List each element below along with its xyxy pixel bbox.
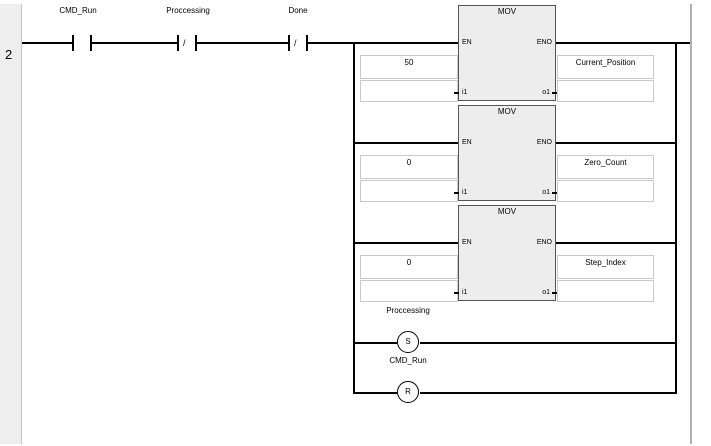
branch-wire — [353, 342, 397, 344]
out-pin: o1 — [542, 289, 550, 296]
eno-pin: ENO — [536, 239, 552, 246]
branch-wire — [553, 242, 677, 244]
no-contact-cmd-run[interactable] — [72, 35, 92, 51]
nc-contact-done[interactable]: / — [288, 35, 308, 51]
pin-stub — [454, 292, 459, 294]
empty-operand-cell[interactable] — [360, 180, 458, 202]
pin-stub — [552, 292, 557, 294]
mov-input-operand[interactable]: 0 — [360, 255, 458, 279]
nc-contact-proccessing[interactable]: / — [177, 35, 197, 51]
right-power-rail — [690, 4, 692, 444]
pin-stub — [552, 192, 557, 194]
in-pin: i1 — [462, 89, 468, 96]
empty-operand-cell[interactable] — [360, 80, 458, 102]
right-branch-rail — [675, 42, 677, 393]
mov-output-operand[interactable]: Step_Index — [557, 255, 654, 279]
en-pin: EN — [462, 239, 472, 246]
mov-block[interactable]: MOV EN ENO i1 o1 — [458, 5, 556, 101]
rung-wire — [22, 42, 72, 44]
in-pin: i1 — [462, 189, 468, 196]
en-pin: EN — [462, 139, 472, 146]
rung-wire — [197, 42, 288, 44]
eno-pin: ENO — [536, 139, 552, 146]
in-pin: i1 — [462, 289, 468, 296]
coil-label: Proccessing — [386, 306, 430, 315]
out-pin: o1 — [542, 189, 550, 196]
branch-wire — [553, 142, 677, 144]
block-title: MOV — [497, 7, 517, 16]
empty-operand-cell[interactable] — [557, 80, 654, 102]
negation-slash: / — [183, 38, 186, 48]
mov-block[interactable]: MOV EN ENO i1 o1 — [458, 105, 556, 201]
empty-operand-cell[interactable] — [557, 280, 654, 302]
mov-output-operand[interactable]: Zero_Count — [557, 155, 654, 179]
empty-operand-cell[interactable] — [557, 180, 654, 202]
mov-input-operand[interactable]: 50 — [360, 55, 458, 79]
left-branch-rail — [353, 42, 355, 393]
branch-wire — [353, 242, 460, 244]
mov-output-operand[interactable]: Current_Position — [557, 55, 654, 79]
rung-number: 2 — [5, 47, 13, 62]
rung-wire — [308, 42, 460, 44]
mov-block[interactable]: MOV EN ENO i1 o1 — [458, 205, 556, 301]
branch-wire — [353, 392, 397, 394]
rung-wire — [553, 42, 690, 44]
block-title: MOV — [497, 107, 517, 116]
reset-coil[interactable]: R — [397, 381, 419, 403]
set-coil[interactable]: S — [397, 331, 419, 353]
branch-wire — [420, 392, 677, 394]
mov-input-operand[interactable]: 0 — [360, 155, 458, 179]
contact-label: Proccessing — [166, 6, 210, 15]
eno-pin: ENO — [536, 39, 552, 46]
contact-label: Done — [288, 6, 308, 15]
contact-label: CMD_Run — [59, 6, 97, 15]
rung-gutter: 2 — [0, 4, 22, 444]
pin-stub — [454, 192, 459, 194]
branch-wire — [353, 142, 460, 144]
negation-slash: / — [294, 38, 297, 48]
block-title: MOV — [497, 207, 517, 216]
en-pin: EN — [462, 39, 472, 46]
branch-wire — [420, 342, 677, 344]
coil-label: CMD_Run — [389, 356, 427, 365]
out-pin: o1 — [542, 89, 550, 96]
pin-stub — [454, 92, 459, 94]
pin-stub — [552, 92, 557, 94]
rung-wire — [92, 42, 177, 44]
empty-operand-cell[interactable] — [360, 280, 458, 302]
